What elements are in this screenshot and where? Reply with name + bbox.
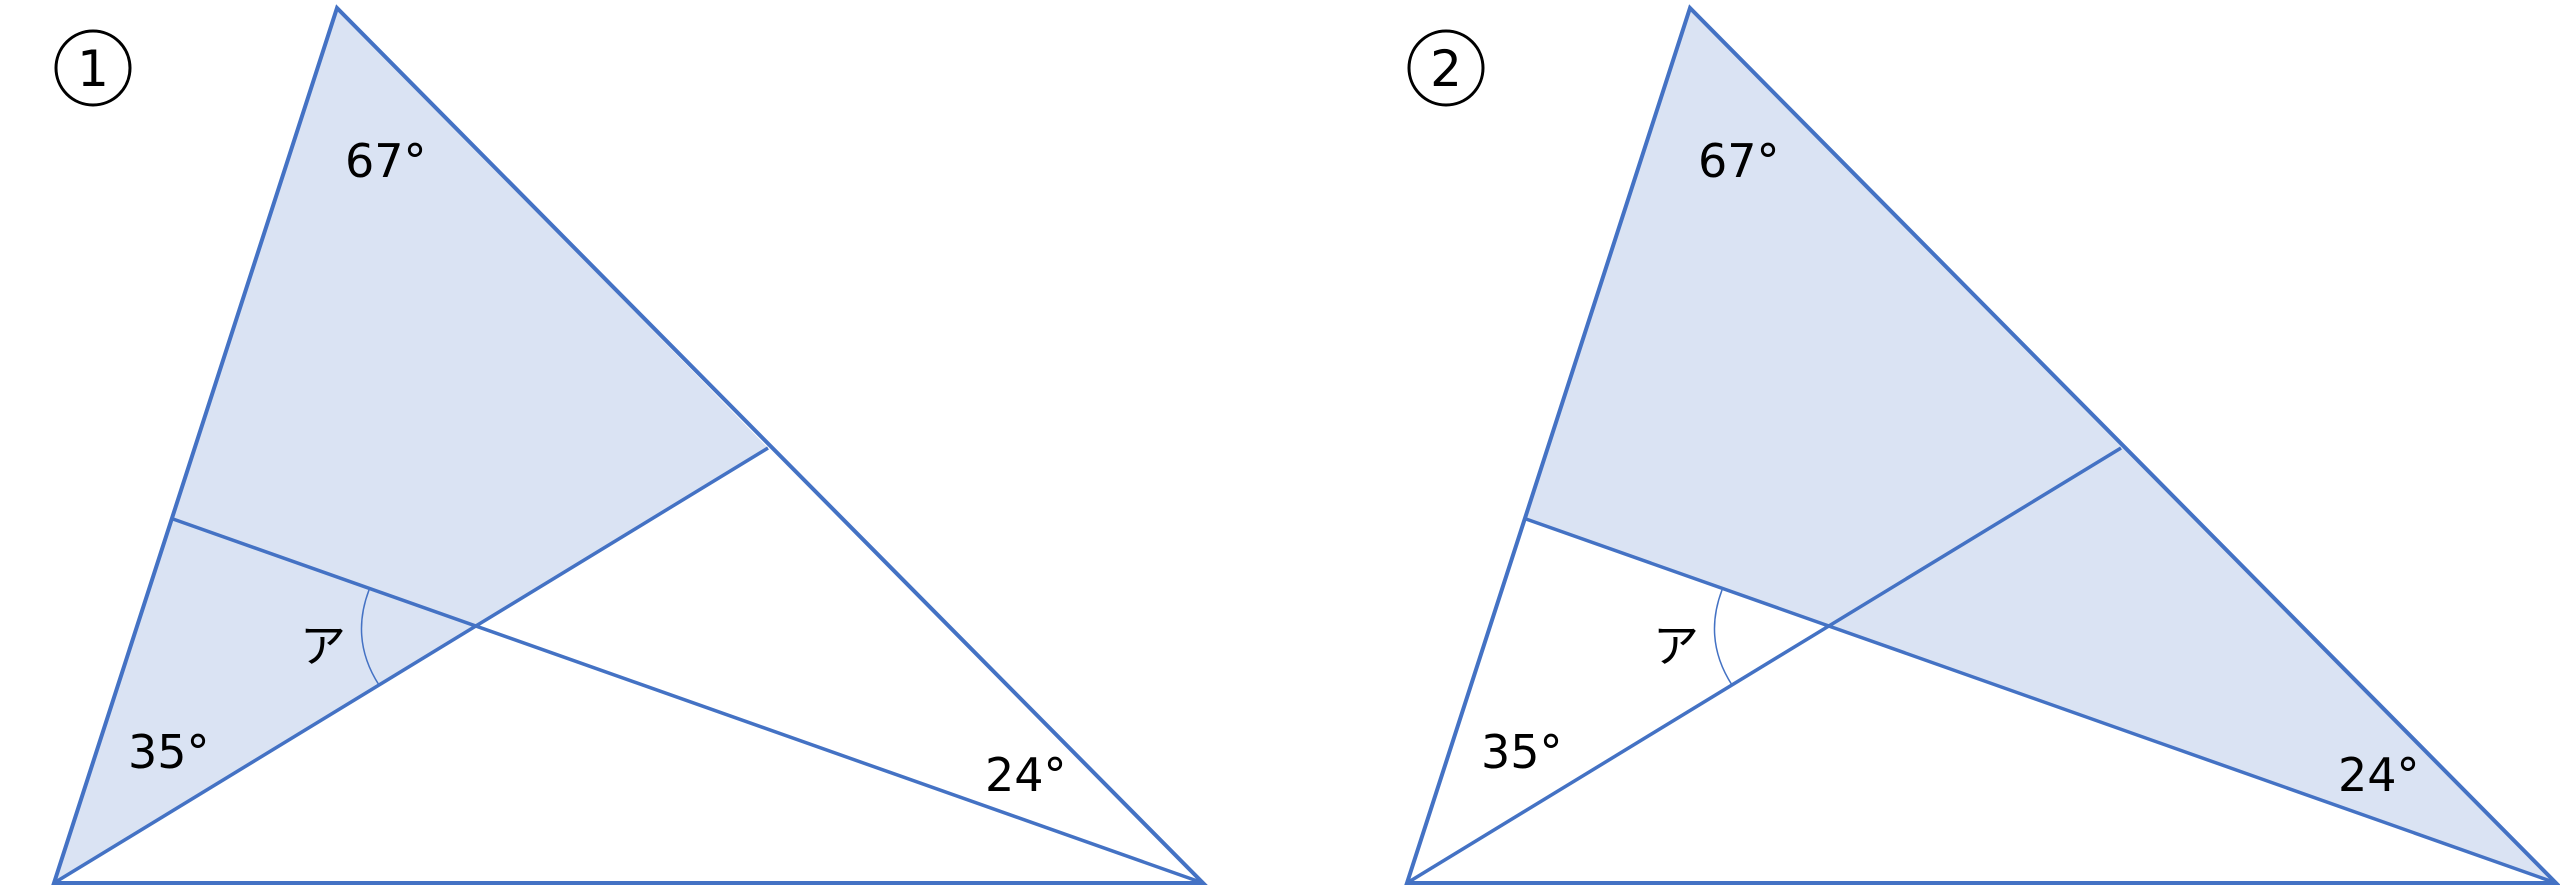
triangle-outline	[51, 4, 1208, 885]
angle-label-top: 67°	[345, 134, 427, 188]
unknown-angle-label: ア	[1653, 619, 1699, 673]
figure-2: 2 67° 35° 24° ア	[1404, 4, 2560, 885]
figure-1: 1 67° 35° 24° ア	[51, 4, 1208, 885]
figure-number: 1	[77, 40, 109, 98]
triangle-outline	[1404, 4, 2560, 885]
angle-arc-a	[1713, 589, 1733, 686]
figure-number-circle	[1407, 29, 1485, 107]
angle-label-top: 67°	[1698, 134, 1780, 188]
angle-arc-a	[360, 589, 380, 686]
shaded-region	[1526, 8, 2556, 883]
angle-label-right: 24°	[985, 748, 1067, 802]
cevian-to-bottom-right	[1525, 517, 2557, 885]
unknown-angle-label: ア	[300, 619, 346, 673]
angle-label-left: 35°	[128, 725, 210, 779]
figure-number-circle	[54, 29, 132, 107]
shaded-region	[54, 8, 768, 883]
cevian-from-bottom-left	[1406, 446, 2122, 885]
cevian-to-bottom-right	[172, 517, 1204, 885]
figure-number: 2	[1430, 40, 1462, 98]
cevian-from-bottom-left	[53, 446, 769, 885]
angle-label-right: 24°	[2338, 748, 2420, 802]
angle-label-left: 35°	[1481, 725, 1563, 779]
